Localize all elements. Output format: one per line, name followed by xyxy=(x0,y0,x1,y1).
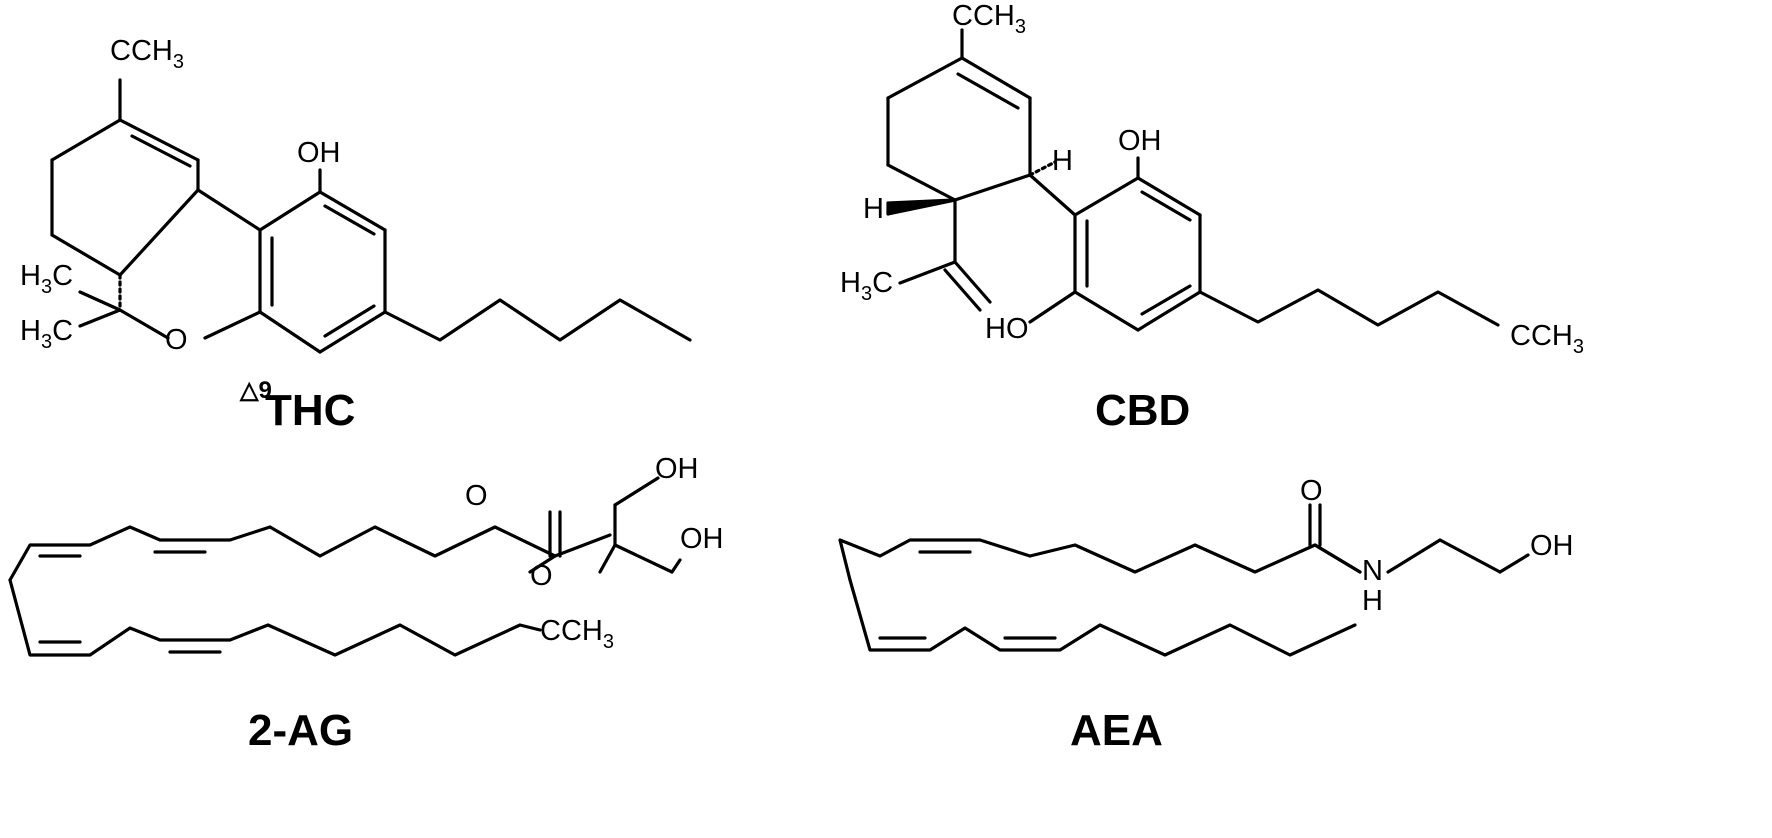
two-ag-o-carbonyl-label: O xyxy=(465,480,488,512)
cbd-name: CBD xyxy=(1095,386,1190,435)
thc-o-label: O xyxy=(165,324,188,356)
thc-bonds xyxy=(50,78,692,354)
aea-structure: O N H OH AEA xyxy=(838,475,1574,755)
two-ag-ch3-label: CCH3 xyxy=(540,615,614,653)
thc-delta-label: △9 xyxy=(239,377,272,404)
two-ag-oh-right-label: OH xyxy=(680,523,724,555)
aea-oh-label: OH xyxy=(1530,530,1574,562)
thc-structure: CCH3 OH H3C H3C O △9 THC xyxy=(20,35,692,435)
two-ag-oh-top-label: OH xyxy=(655,453,699,485)
aea-name: AEA xyxy=(1070,706,1163,755)
aea-bonds xyxy=(838,503,1530,657)
two-ag-bonds xyxy=(8,476,682,657)
two-ag-structure: O O OH OH CCH3 2-AG xyxy=(8,453,724,755)
thc-oh-label: OH xyxy=(297,137,341,169)
aea-o-carbonyl-label: O xyxy=(1300,475,1323,507)
two-ag-o-ester-label: O xyxy=(530,560,553,592)
cbd-ch3-label: CCH3 xyxy=(952,0,1026,38)
cbd-h-left-label: H xyxy=(863,193,884,225)
thc-h3c-label-b: H3C xyxy=(20,315,73,353)
two-ag-name: 2-AG xyxy=(248,706,353,755)
thc-h3c-label-a: H3C xyxy=(20,260,73,298)
cbd-bonds xyxy=(886,28,1500,332)
cbd-h-right-label: H xyxy=(1052,145,1073,177)
cbd-structure: CCH3 OH H H H3C HO CCH3 CBD xyxy=(840,0,1584,435)
aea-h-label: H xyxy=(1362,585,1383,617)
aea-n-label: N xyxy=(1362,555,1383,587)
thc-ch3-label: CCH3 xyxy=(110,35,184,73)
cbd-h3c-label: H3C xyxy=(840,267,893,305)
thc-name: THC xyxy=(265,386,355,435)
cbd-oh-top-label: OH xyxy=(1118,125,1162,157)
cbd-ch3-tail-label: CCH3 xyxy=(1510,320,1584,358)
cbd-ho-label: HO xyxy=(985,313,1029,345)
